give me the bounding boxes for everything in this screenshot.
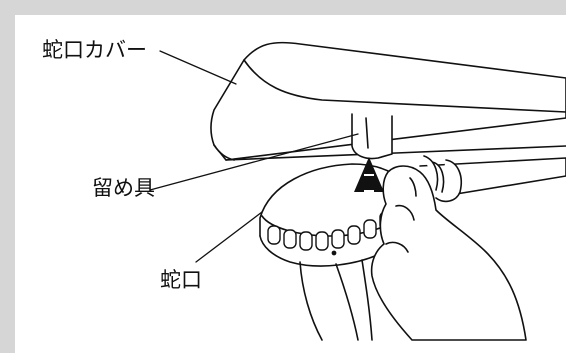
faucet-cover-shape [210,41,566,161]
hand-illustration [370,165,527,341]
leader-lines [149,50,359,263]
hose-shape [419,155,566,203]
faucet-body-shape [299,259,373,341]
leader-line-faucet [195,211,263,263]
faucet-label: 蛇口 [160,268,202,292]
stopper-label: 留め具 [92,176,155,200]
stopper-shape [351,113,393,160]
up-arrow-icon [354,157,384,192]
leader-line-stopper [149,133,359,191]
faucet-cover-label: 蛇口カバー [42,38,147,62]
leader-line-cover [159,50,237,85]
